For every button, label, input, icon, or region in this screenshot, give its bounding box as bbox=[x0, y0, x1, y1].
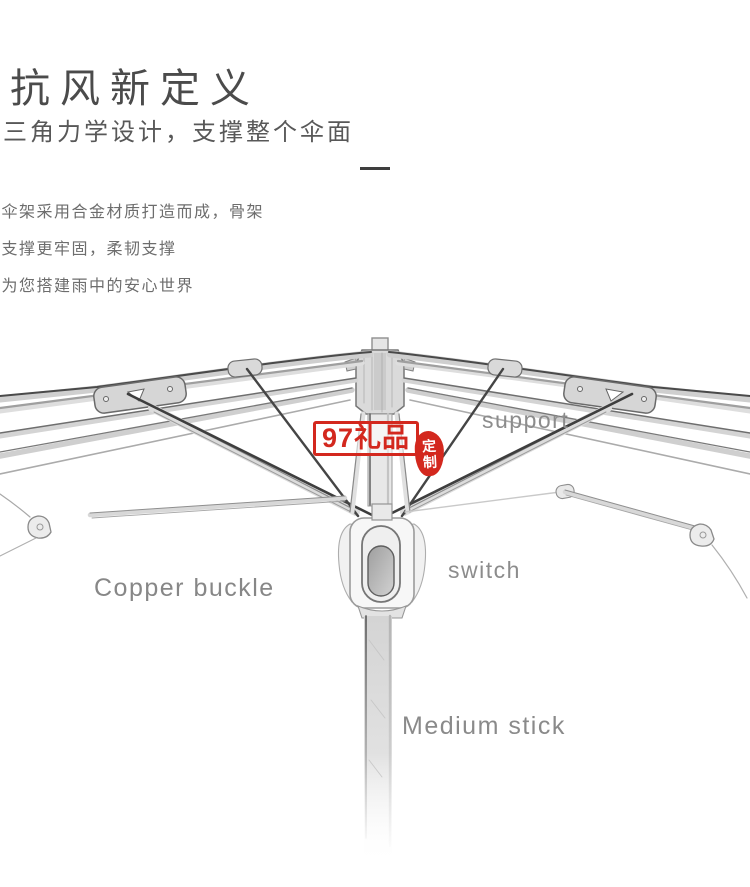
label-medium-stick: Medium stick bbox=[402, 712, 566, 740]
copper-buckle-right bbox=[689, 523, 715, 547]
description-line: 支撑更牢固，柔韧支撑 bbox=[1, 241, 177, 258]
crown-hub bbox=[344, 337, 416, 415]
copper-buckle-left bbox=[27, 515, 52, 539]
left-rib-knuckle bbox=[227, 358, 263, 378]
seal-char-bottom: 制 bbox=[422, 453, 438, 470]
watermark-logo-text: 97礼品 bbox=[322, 423, 411, 453]
page-title: 抗风新定义 bbox=[10, 67, 260, 111]
label-copper-buckle: Copper buckle bbox=[94, 574, 275, 602]
medium-stick-shaft bbox=[364, 614, 392, 862]
runner-switch bbox=[337, 503, 427, 619]
tip-assemblies bbox=[0, 483, 748, 599]
switch-button bbox=[367, 545, 395, 597]
description-block: 伞架采用合金材质打造而成，骨架 支撑更牢固，柔韧支撑 为您搭建雨中的安心世界 bbox=[0, 194, 750, 305]
label-support: support bbox=[482, 407, 570, 433]
left-ribs bbox=[0, 350, 374, 475]
seal-char-top: 定 bbox=[421, 437, 437, 454]
description-line: 伞架采用合金材质打造而成，骨架 bbox=[1, 204, 265, 221]
watermark-logo: 97礼品 bbox=[313, 421, 420, 456]
right-rib-knuckle bbox=[487, 358, 523, 378]
page-subtitle: 三角力学设计，支撑整个伞面 bbox=[3, 119, 354, 146]
label-switch: switch bbox=[448, 557, 521, 583]
right-ribs bbox=[386, 350, 750, 475]
description-line: 为您搭建雨中的安心世界 bbox=[1, 278, 195, 295]
divider bbox=[360, 167, 390, 170]
